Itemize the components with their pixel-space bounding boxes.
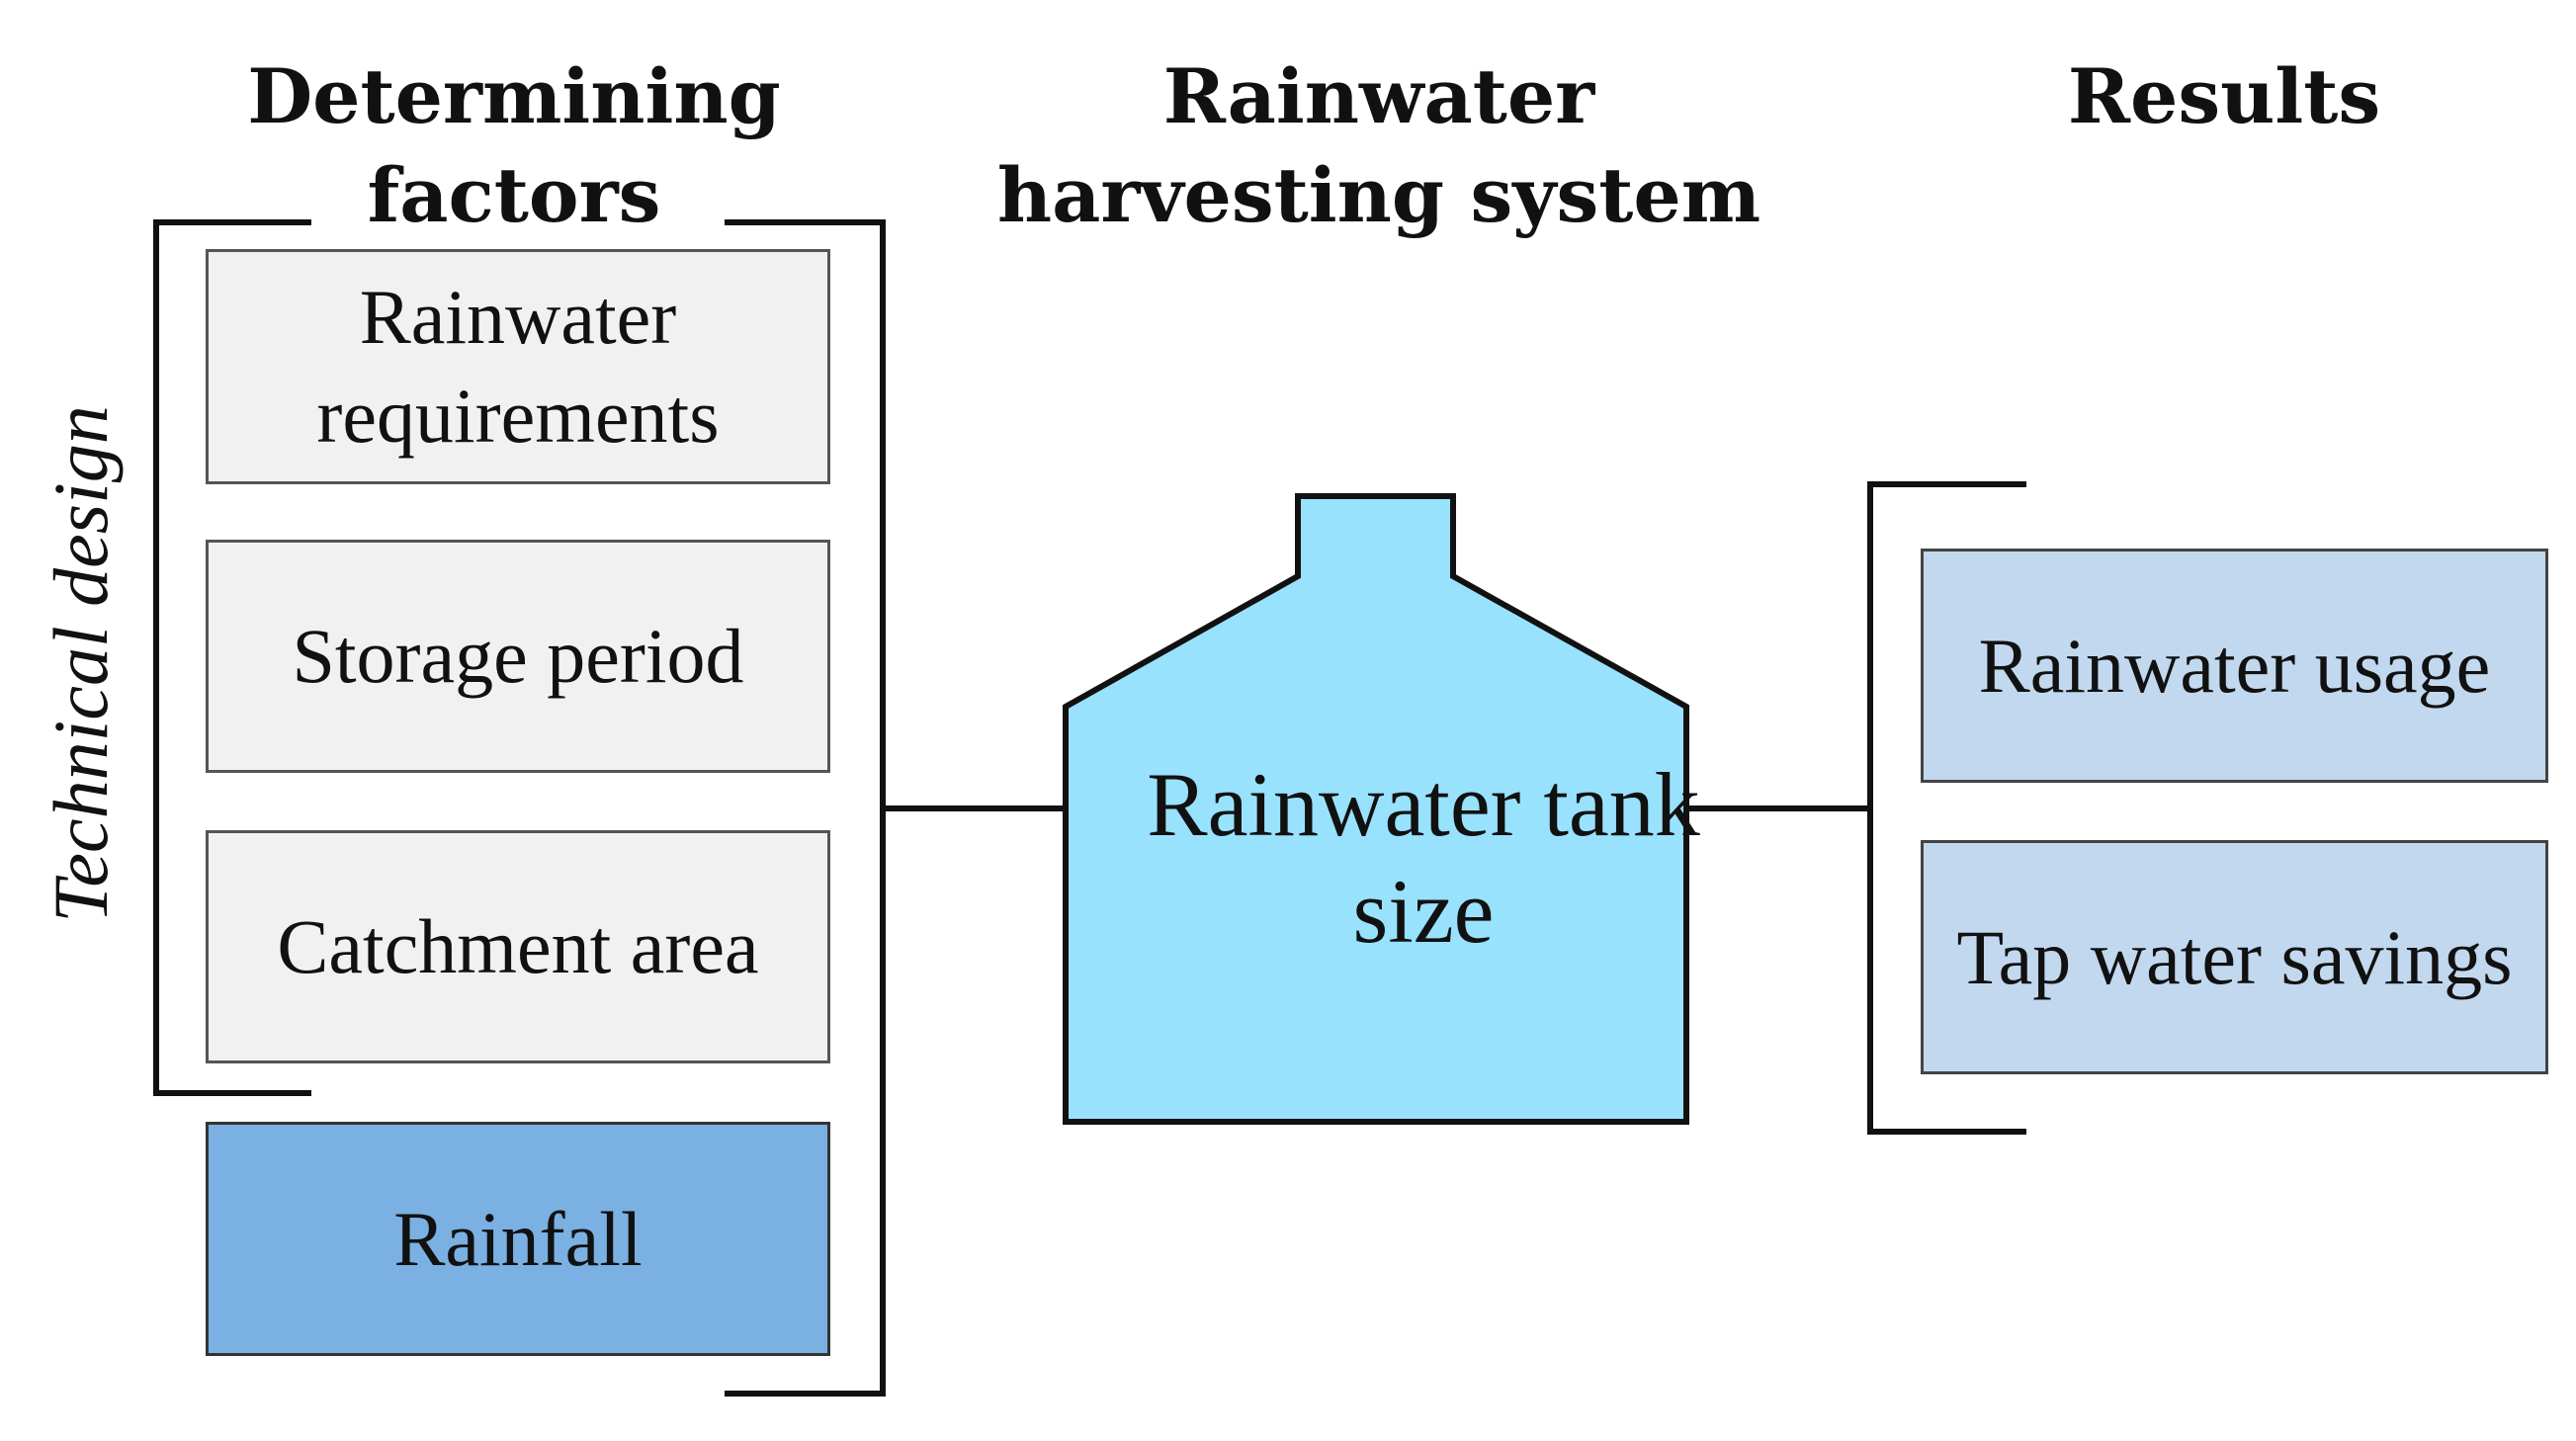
factor-catchment-area: Catchment area [206,830,830,1063]
heading-determining-factors: Determining factors [247,52,781,239]
technical-design-label: Technical design [38,405,124,923]
factor-storage-period: Storage period [206,540,830,773]
tank-label: Rainwater tank size [1147,754,1700,962]
heading-harvesting-system: Rainwater harvesting system [996,52,1761,239]
heading-results: Results [2067,52,2381,140]
result-tap-water-savings: Tap water savings [1921,840,2548,1074]
technical-design-bracket [153,219,311,1096]
factor-rainfall: Rainfall [206,1122,830,1356]
tank-shape [1063,493,1689,1125]
factor-rainwater-requirements: Rainwater requirements [206,249,830,484]
result-rainwater-usage: Rainwater usage [1921,549,2548,783]
results-bracket [1867,481,2026,1135]
